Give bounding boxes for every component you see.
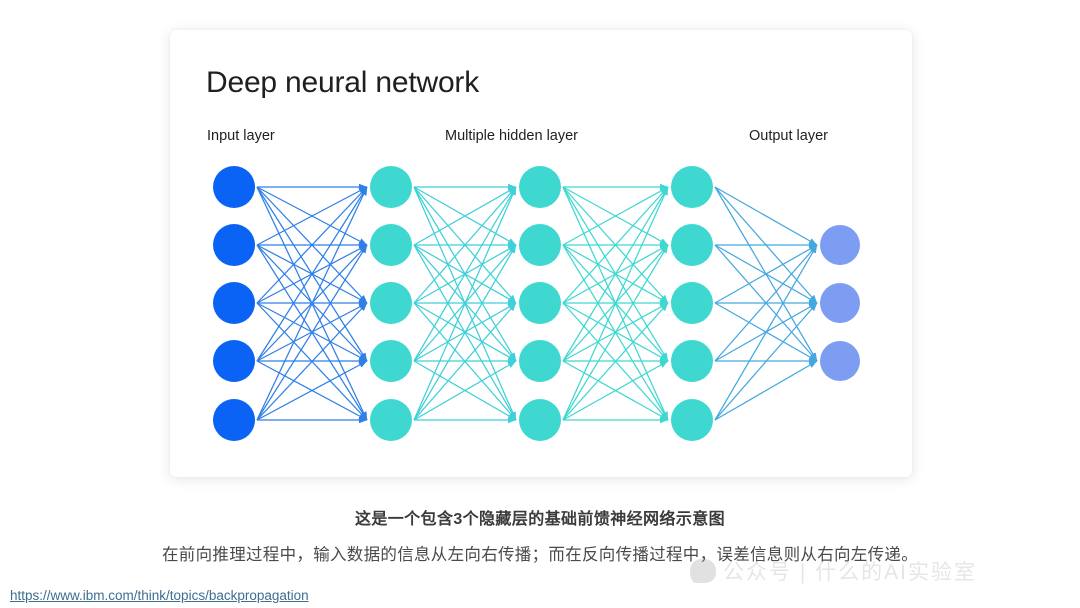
node-hidden-layer-1-4 bbox=[370, 340, 412, 382]
layer-label-output: Output layer bbox=[749, 128, 828, 144]
network-edge bbox=[562, 186, 669, 421]
node-hidden-layer-2-2 bbox=[519, 224, 561, 266]
network-edge bbox=[256, 186, 368, 246]
node-hidden-layer-2-5 bbox=[519, 399, 561, 441]
network-edge bbox=[562, 186, 669, 246]
node-hidden-layer-2-1 bbox=[519, 166, 561, 208]
network-edge bbox=[256, 186, 368, 304]
node-input-layer-5 bbox=[213, 399, 255, 441]
node-hidden-layer-3-3 bbox=[671, 282, 713, 324]
node-output-layer-1 bbox=[820, 225, 860, 265]
network-edge bbox=[562, 302, 669, 421]
node-output-layer-3 bbox=[820, 341, 860, 381]
caption-headline: 这是一个包含3个隐藏层的基础前馈神经网络示意图 bbox=[354, 511, 726, 528]
caption-detail: 在前向推理过程中，输入数据的信息从左向右传播；而在反向传播过程中，误差信息则从右… bbox=[162, 546, 918, 564]
network-edge bbox=[714, 244, 818, 304]
node-hidden-layer-3-5 bbox=[671, 399, 713, 441]
node-hidden-layer-1-1 bbox=[370, 166, 412, 208]
network-edges bbox=[256, 183, 818, 424]
network-edge bbox=[413, 186, 517, 304]
node-hidden-layer-3-4 bbox=[671, 340, 713, 382]
network-edge bbox=[714, 186, 818, 246]
network-edge bbox=[413, 186, 517, 421]
network-edge bbox=[256, 360, 368, 421]
node-hidden-layer-3-1 bbox=[671, 166, 713, 208]
network-edge bbox=[714, 302, 818, 421]
node-hidden-layer-1-2 bbox=[370, 224, 412, 266]
source-url-link[interactable]: https://www.ibm.com/think/topics/backpro… bbox=[10, 588, 309, 603]
network-edge bbox=[413, 186, 517, 246]
network-edge bbox=[413, 244, 517, 421]
network-edge bbox=[562, 186, 669, 304]
network-edge bbox=[413, 186, 517, 362]
diagram-card: Deep neural network Input layer Multiple… bbox=[170, 30, 912, 477]
layer-label-hidden: Multiple hidden layer bbox=[445, 128, 578, 144]
network-edge bbox=[562, 360, 669, 421]
node-hidden-layer-1-5 bbox=[370, 399, 412, 441]
node-output-layer-2 bbox=[820, 283, 860, 323]
node-input-layer-2 bbox=[213, 224, 255, 266]
network-edge bbox=[256, 244, 368, 421]
network-edge bbox=[562, 186, 669, 362]
network-edge bbox=[256, 186, 368, 362]
network-edge bbox=[256, 186, 368, 421]
node-hidden-layer-2-4 bbox=[519, 340, 561, 382]
network-edge bbox=[714, 244, 818, 362]
network-edge bbox=[562, 244, 669, 421]
node-hidden-layer-1-3 bbox=[370, 282, 412, 324]
network-nodes bbox=[213, 166, 860, 441]
node-input-layer-3 bbox=[213, 282, 255, 324]
node-hidden-layer-3-2 bbox=[671, 224, 713, 266]
network-edge bbox=[714, 244, 818, 421]
network-edge bbox=[714, 360, 818, 421]
node-input-layer-4 bbox=[213, 340, 255, 382]
page-title: Deep neural network bbox=[206, 66, 480, 99]
node-hidden-layer-2-3 bbox=[519, 282, 561, 324]
network-edge bbox=[256, 302, 368, 421]
node-input-layer-1 bbox=[213, 166, 255, 208]
layer-label-input: Input layer bbox=[207, 128, 275, 144]
neural-network-diagram bbox=[213, 166, 860, 441]
network-edge bbox=[413, 360, 517, 421]
network-edge bbox=[413, 302, 517, 421]
